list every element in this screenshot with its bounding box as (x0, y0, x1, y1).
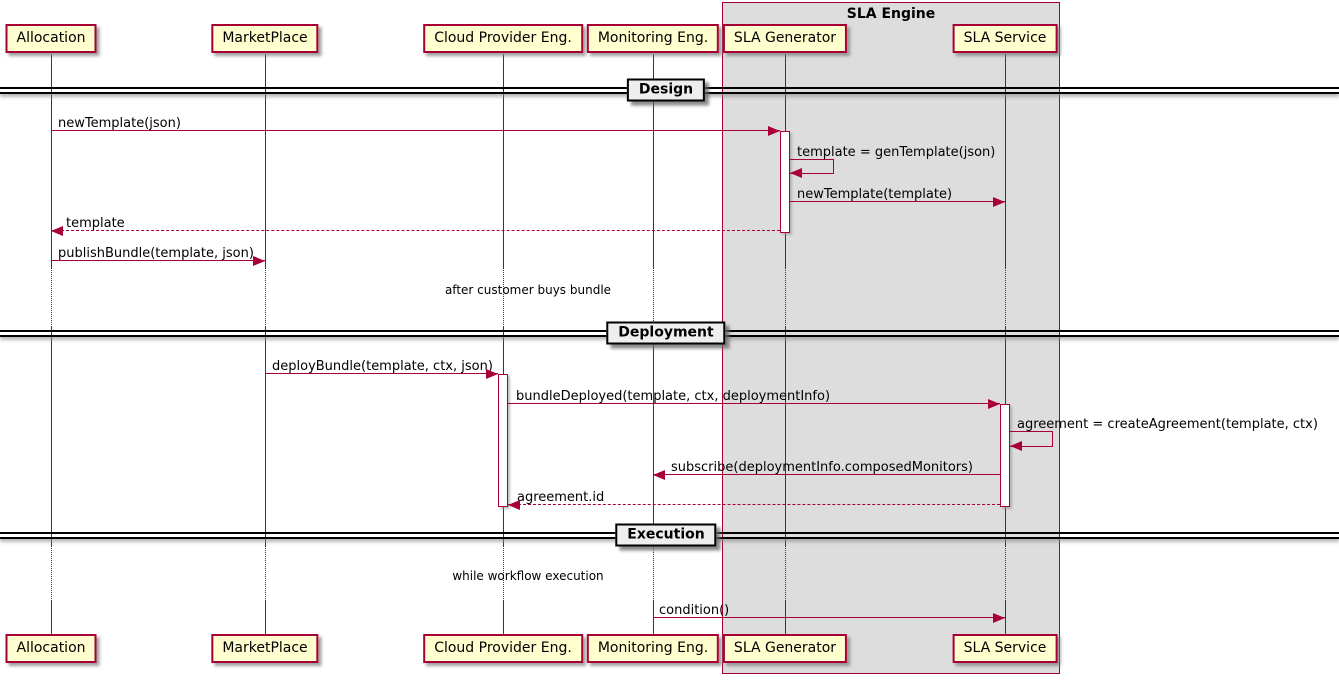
arrowhead-right-icon (988, 399, 1000, 409)
participant-top-sla-service: SLA Service (952, 24, 1058, 53)
arrowhead-left-icon (790, 168, 802, 178)
delay-after-customer-buys: after customer buys bundle (444, 283, 612, 297)
lifeline-sla-service-delay (1005, 268, 1006, 327)
lifeline-monitoring-delay (653, 546, 654, 601)
arrowhead-left-icon (653, 470, 665, 480)
message-line (508, 403, 1000, 404)
message-line (653, 617, 1005, 618)
arrowhead-left-icon (1010, 441, 1022, 451)
lifeline-cloud-provider-delay (503, 546, 504, 601)
participant-bottom-sla-generator: SLA Generator (722, 634, 848, 663)
lifeline-sla-service (1005, 54, 1006, 268)
message-line (265, 373, 498, 374)
participant-bottom-marketplace: MarketPlace (211, 634, 319, 663)
message-line (653, 474, 1000, 475)
message-line-dashed (51, 230, 780, 231)
lifeline-marketplace-delay (265, 546, 266, 601)
participant-top-cloud-provider: Cloud Provider Eng. (423, 24, 583, 53)
group-box-title: SLA Engine (846, 6, 936, 22)
lifeline-monitoring (653, 54, 654, 268)
participant-bottom-cloud-provider: Cloud Provider Eng. (423, 634, 583, 663)
lifeline-cloud-provider-delay (503, 268, 504, 327)
lifeline-marketplace-delay (265, 268, 266, 327)
arrowhead-left-icon (508, 500, 520, 510)
lifeline-marketplace (265, 601, 266, 634)
lifeline-marketplace (265, 54, 266, 268)
participant-bottom-monitoring: Monitoring Eng. (586, 634, 720, 663)
message-condition: condition() (659, 603, 730, 618)
lifeline-cloud-provider (503, 601, 504, 634)
arrowhead-right-icon (993, 613, 1005, 623)
participant-top-sla-generator: SLA Generator (722, 24, 848, 53)
divider-execution: Execution (615, 523, 717, 547)
activation-sla-generator (780, 131, 790, 233)
message-template-return: template (66, 216, 125, 231)
activation-cloud-provider (498, 374, 508, 507)
message-line (51, 260, 265, 261)
message-line-dashed (508, 504, 1000, 505)
message-createagreement-self: agreement = createAgreement(template, ct… (1017, 417, 1318, 432)
activation-sla-service (1000, 404, 1010, 507)
participant-bottom-allocation: Allocation (5, 634, 97, 663)
lifeline-allocation-delay (51, 546, 52, 601)
arrowhead-right-icon (768, 126, 780, 136)
arrowhead-left-icon (51, 226, 63, 236)
divider-design: Design (626, 78, 706, 102)
message-bundledeployed: bundleDeployed(template, ctx, deployment… (516, 389, 831, 404)
lifeline-allocation (51, 601, 52, 634)
lifeline-monitoring-delay (653, 268, 654, 327)
lifeline-sla-generator-delay (785, 546, 786, 601)
lifeline-cloud-provider (503, 54, 504, 268)
message-newtemplate-json: newTemplate(json) (58, 116, 181, 131)
message-newtemplate-template: newTemplate(template) (797, 187, 953, 202)
participant-top-monitoring: Monitoring Eng. (586, 24, 720, 53)
participant-bottom-sla-service: SLA Service (952, 634, 1058, 663)
arrowhead-right-icon (993, 197, 1005, 207)
arrowhead-right-icon (253, 256, 265, 266)
lifeline-sla-service-delay (1005, 546, 1006, 601)
lifeline-allocation (51, 327, 52, 546)
message-agreement-id: agreement.id (517, 490, 605, 505)
lifeline-monitoring (653, 327, 654, 546)
message-publishbundle: publishBundle(template, json) (58, 246, 254, 261)
lifeline-sla-generator (785, 327, 786, 546)
message-deploybundle: deployBundle(template, ctx, json) (272, 359, 493, 374)
lifeline-sla-generator-delay (785, 268, 786, 327)
lifeline-allocation-delay (51, 268, 52, 327)
lifeline-marketplace (265, 327, 266, 546)
lifeline-sla-service (1005, 601, 1006, 634)
message-gentemplate-self: template = genTemplate(json) (797, 145, 996, 160)
participant-top-marketplace: MarketPlace (211, 24, 319, 53)
group-box-sla-engine: SLA Engine (722, 2, 1060, 674)
message-line (51, 130, 780, 131)
message-subscribe: subscribe(deploymentInfo.composedMonitor… (671, 460, 973, 475)
self-call-loop (790, 159, 834, 174)
arrowhead-right-icon (486, 369, 498, 379)
divider-deployment: Deployment (606, 321, 726, 345)
delay-while-workflow: while workflow execution (452, 569, 604, 583)
lifeline-allocation (51, 54, 52, 268)
participant-top-allocation: Allocation (5, 24, 97, 53)
self-call-loop (1010, 431, 1053, 447)
message-line (790, 201, 1005, 202)
